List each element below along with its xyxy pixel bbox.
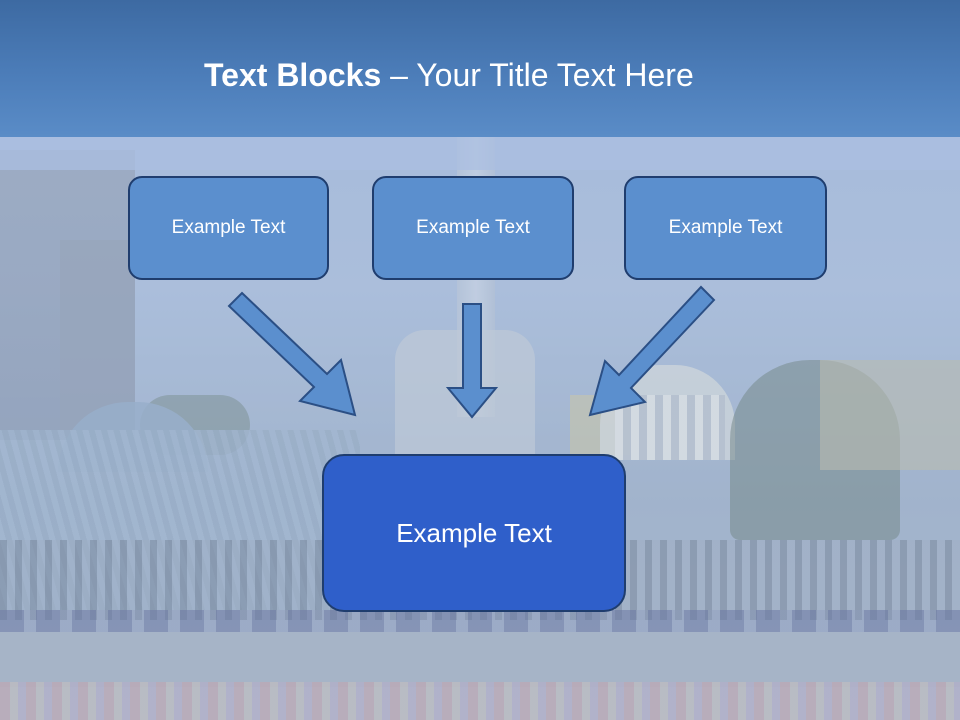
text-box-top-center-label: Example Text bbox=[416, 217, 530, 238]
background-building-right bbox=[820, 360, 960, 470]
text-box-top-right-label: Example Text bbox=[668, 217, 783, 238]
background-sky-band bbox=[0, 137, 960, 170]
text-box-top-left-label: Example Text bbox=[171, 217, 286, 238]
text-box-main-label: Example Text bbox=[396, 517, 552, 548]
text-box-top-left[interactable]: Example Text bbox=[128, 176, 329, 280]
text-box-top-center[interactable]: Example Text bbox=[372, 176, 574, 280]
background-glass-wall bbox=[0, 430, 360, 610]
title-dash: – bbox=[381, 57, 417, 93]
text-box-main[interactable]: Example Text bbox=[322, 454, 626, 612]
background-railing bbox=[0, 610, 960, 632]
title-rest-text: Your Title Text Here bbox=[416, 57, 694, 93]
slide-title[interactable]: Text Blocks – Your Title Text Here bbox=[0, 55, 960, 95]
text-box-top-right[interactable]: Example Text bbox=[624, 176, 827, 280]
title-bold-text: Text Blocks bbox=[204, 57, 382, 93]
background-flowerbed bbox=[0, 682, 960, 720]
title-bar: Text Blocks – Your Title Text Here bbox=[0, 0, 960, 137]
background-plaza bbox=[0, 632, 960, 687]
